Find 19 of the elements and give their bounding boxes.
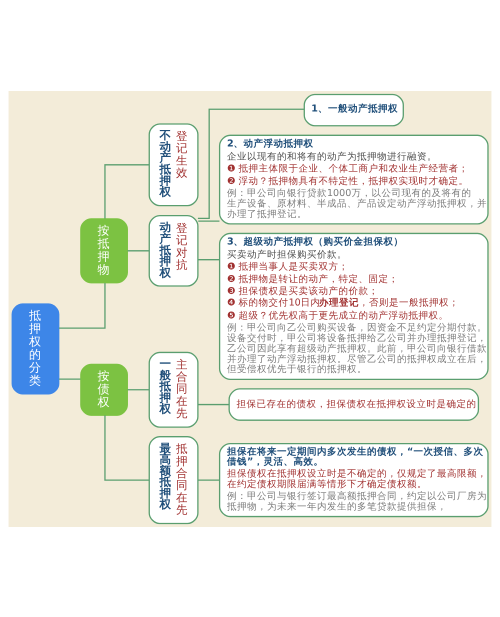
node-box: 1、一般动产抵押权 <box>304 93 404 126</box>
connector <box>198 403 230 405</box>
connector <box>198 258 220 260</box>
node-box: 担保已存在的债权，担保债权在抵押权设立时是确定的 <box>228 388 480 420</box>
connector <box>128 250 150 251</box>
connector <box>198 220 220 222</box>
connector <box>59 378 80 380</box>
node-box: 担保在将来一定期间内多次发生的债权，“一次授信、多次借钱”，灵活、高效。 担保债权在抵押权设立时是不确定的，仅规定了最高限额，在约定债权期限届满等情形下才确定债权额。 例：甲公司与银行签订最高额抵押合同，约定以公司厂房为抵押物，为未来一年内发生的多笔贷款提供担保， <box>218 442 489 517</box>
connector <box>59 282 106 328</box>
connector <box>198 478 220 480</box>
node-box: 按抵押物 <box>80 218 128 283</box>
node-box: 3、超级动产抵押权（购买价金担保权） 买卖动产时担保购买价款。 ❶ 抵押当事人是买卖双方； ❷ 抵押物是转让的动产，特定、固定； ❸ 担保债权是买卖该动产的价款； ❹ 标的物交付10日内办理登记，否则是一般抵押权； ❺ 超级？优先权高于更先成立的动产浮动抵押权。 例：甲公司向乙公司购买设备，因资金不足约定分期付款。设备交付时，甲公司将设备抵押给乙公司并办理抵押登记，乙公司因此享有超级动产抵押权。此前，甲公司向银行借款并办理了动产浮动抵押权。尽管乙公司的抵押权成立在后，但受偿权优先于银行的抵押权。 <box>218 232 489 380</box>
connector <box>104 414 150 480</box>
node-box: 2、动产浮动抵押权 企业以现有的和将有的动产为抵押物进行融资。 ❶ 抵押主体限于企业、个体工商户和农业生产经营者； ❷ 浮动？抵押物具有不特定性，抵押权实现时才确定。 例：甲公司向银行贷款1000万，以公司现有的及将有的生产设备、原材料、半成品、产品设定动产浮动抵押权，并办理了抵押登记。 <box>218 134 489 224</box>
connector <box>104 164 150 218</box>
node-box: 按债权 <box>80 363 128 416</box>
node-box: 抵押权的分类 <box>12 302 60 394</box>
connector <box>128 388 150 390</box>
connector <box>198 108 304 219</box>
